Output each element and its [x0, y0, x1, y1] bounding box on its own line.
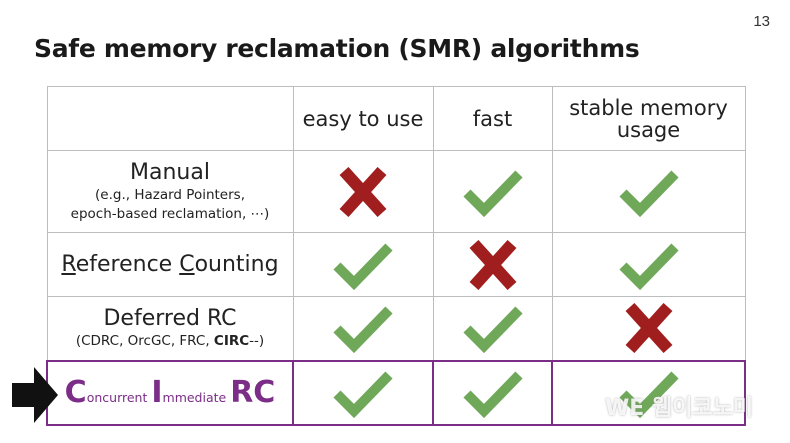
checkmark-icon: [618, 170, 679, 217]
circ-text-oncurrent: oncurrent: [86, 390, 152, 405]
circ-text-mmediate: mmediate: [162, 390, 231, 405]
row-rc-name: Reference Counting: [61, 252, 278, 277]
cross-icon: [339, 166, 387, 217]
row-circ: Concurrent Immediate RC: [46, 359, 746, 426]
checkmark-icon: [333, 306, 393, 354]
row-manual-name: Manual: [130, 159, 210, 185]
row-circ-stable-mark: [551, 359, 746, 426]
drc-sub-suffix: --): [249, 332, 265, 349]
row-manual: Manual (e.g., Hazard Pointers, epoch-bas…: [46, 150, 746, 233]
row-manual-sub1: (e.g., Hazard Pointers,: [95, 186, 245, 203]
header-stable-line1: stable memory: [569, 95, 728, 120]
row-drc-label: Deferred RC (CDRC, OrcGC, FRC, CIRC--): [46, 296, 294, 361]
cross-icon: [625, 303, 672, 354]
cross-icon: [469, 239, 516, 290]
row-rc-stable-mark: [551, 232, 746, 297]
watermark: WE 웹이코노미: [605, 396, 754, 421]
circ-letter-c: C: [64, 375, 87, 410]
row-drc-name: Deferred RC: [103, 305, 237, 331]
row-circ-fast-mark: [432, 359, 553, 426]
header-fast: fast: [432, 86, 553, 151]
row-drc-sub: (CDRC, OrcGC, FRC, CIRC--): [48, 332, 293, 351]
row-reference-counting: Reference Counting: [46, 232, 746, 297]
slide-title: Safe memory reclamation (SMR) algorithms: [34, 34, 640, 63]
row-rc-easy-mark: [292, 232, 434, 297]
row-manual-sub2: epoch-based reclamation, ⋯): [70, 205, 270, 222]
rc-text-eference: eference: [75, 251, 180, 277]
header-stable-line2: usage: [616, 117, 681, 142]
row-deferred-rc: Deferred RC (CDRC, OrcGC, FRC, CIRC--): [46, 296, 746, 361]
header-easy-to-use: easy to use: [292, 86, 434, 151]
smr-comparison-table: easy to use fast stable memory usage Man…: [46, 86, 746, 426]
row-circ-easy-mark: [292, 359, 434, 426]
checkmark-icon: [618, 371, 679, 418]
checkmark-icon: [462, 306, 523, 354]
rc-text-ounting: ounting: [194, 251, 279, 277]
checkmark-icon: [333, 371, 393, 418]
checkmark-icon: [333, 243, 393, 290]
drc-sub-prefix: (CDRC, OrcGC, FRC,: [75, 332, 214, 349]
row-drc-easy-mark: [292, 296, 434, 361]
checkmark-icon: [462, 371, 523, 418]
checkmark-icon: [618, 243, 679, 290]
pointer-arrow-icon: [12, 367, 58, 423]
checkmark-icon: [462, 170, 523, 217]
row-circ-name: Concurrent Immediate RC: [65, 375, 276, 410]
row-manual-label: Manual (e.g., Hazard Pointers, epoch-bas…: [46, 150, 294, 233]
row-manual-easy-mark: [292, 150, 434, 233]
row-manual-stable-mark: [551, 150, 746, 233]
rc-letter-r: R: [61, 251, 76, 277]
page-number: 13: [753, 13, 770, 30]
header-row: easy to use fast stable memory usage: [46, 86, 746, 151]
row-rc-label: Reference Counting: [46, 232, 294, 297]
header-empty-cell: [46, 86, 294, 151]
header-stable-memory-usage: stable memory usage: [551, 86, 746, 151]
row-rc-fast-mark: [432, 232, 553, 297]
rc-letter-c: C: [179, 251, 195, 277]
row-drc-fast-mark: [432, 296, 553, 361]
circ-text-rc: RC: [230, 375, 276, 410]
circ-letter-i: I: [151, 375, 163, 410]
drc-sub-circ: CIRC: [213, 332, 250, 349]
row-drc-stable-mark: [551, 296, 746, 361]
row-manual-fast-mark: [432, 150, 553, 233]
row-circ-label: Concurrent Immediate RC: [46, 359, 294, 426]
